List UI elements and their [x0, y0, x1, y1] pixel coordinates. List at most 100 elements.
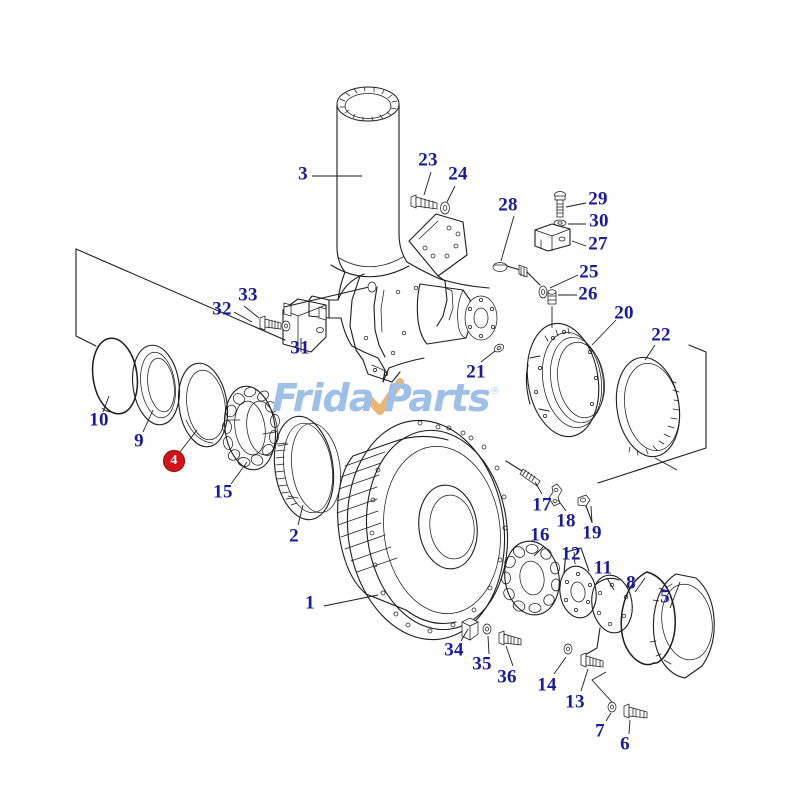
part-13-bolt: [580, 652, 604, 668]
leader-12: [573, 551, 576, 565]
callout-14[interactable]: 14: [537, 674, 557, 696]
callout-13[interactable]: 13: [565, 691, 585, 713]
axle-spindle: [416, 283, 498, 345]
part-5-cover: [649, 573, 715, 679]
callout-5[interactable]: 5: [660, 586, 670, 608]
leader-17: [534, 481, 543, 495]
leader-4: [179, 429, 198, 453]
part-7-washer: [607, 701, 617, 713]
part-24-washer: [440, 201, 450, 215]
callout-23[interactable]: 23: [418, 149, 438, 171]
callout-26[interactable]: 26: [578, 283, 598, 305]
leader-1: [323, 594, 379, 607]
callout-9[interactable]: 9: [134, 430, 144, 452]
part-28-pin: [492, 262, 521, 272]
leader-18: [557, 499, 567, 512]
axle-housing-body: [308, 213, 490, 383]
part-6-bolt: [623, 703, 648, 719]
part-35-nut: [482, 623, 492, 635]
callout-11[interactable]: 11: [593, 557, 613, 579]
callout-29[interactable]: 29: [588, 188, 608, 210]
leader-22b: [654, 457, 678, 471]
callout-33[interactable]: 33: [238, 284, 258, 306]
part-20-ring: [525, 322, 605, 438]
callout-28[interactable]: 28: [498, 194, 518, 216]
part-25-link: [518, 264, 548, 299]
leader-29: [565, 202, 587, 208]
callout-35[interactable]: 35: [472, 653, 492, 675]
leader-11: [606, 577, 615, 591]
part-32-washer: [281, 320, 291, 332]
callout-4[interactable]: 4: [163, 450, 185, 472]
callout-19[interactable]: 19: [582, 522, 602, 544]
part-27-bracket: [534, 223, 571, 252]
callout-22[interactable]: 22: [651, 324, 671, 346]
callout-1[interactable]: 1: [305, 592, 315, 614]
leader-2: [297, 504, 304, 526]
callout-31[interactable]: 31: [290, 337, 310, 359]
callout-24[interactable]: 24: [448, 163, 468, 185]
callout-16[interactable]: 16: [530, 524, 550, 546]
part-22-toothed-ring: [615, 356, 681, 458]
callout-34[interactable]: 34: [444, 639, 464, 661]
part-8-gasket: [620, 571, 676, 666]
callout-27[interactable]: 27: [588, 233, 608, 255]
part-33-bolt: [259, 315, 282, 331]
leader-36: [505, 645, 514, 667]
leader-7b: [591, 671, 613, 703]
callout-6[interactable]: 6: [620, 733, 630, 755]
leader-24: [446, 185, 456, 203]
part-3-tube: [330, 86, 410, 278]
leader-10: [102, 395, 110, 413]
part-12-hub-plate: [559, 547, 597, 619]
part-21-washer: [493, 343, 505, 353]
callout-32[interactable]: 32: [212, 298, 232, 320]
part-4-floating-seal: [177, 362, 229, 448]
callout-36[interactable]: 36: [497, 666, 517, 688]
leader-9: [142, 409, 154, 433]
part-14-washer: [563, 643, 573, 655]
callout-2[interactable]: 2: [289, 525, 299, 547]
part-19-nut: [577, 494, 593, 523]
callout-30[interactable]: 30: [589, 210, 609, 232]
part-9-seal: [132, 344, 180, 426]
part-29-bolt: [554, 191, 566, 218]
frame-bracket-left: [75, 248, 286, 347]
callout-3[interactable]: 3: [298, 163, 308, 185]
leader-28: [500, 215, 515, 262]
leader-16: [533, 545, 545, 557]
callout-7[interactable]: 7: [595, 720, 605, 742]
callout-25[interactable]: 25: [579, 261, 599, 283]
leader-33: [243, 305, 260, 319]
callout-20[interactable]: 20: [614, 302, 634, 324]
callout-15[interactable]: 15: [213, 481, 233, 503]
leader-8: [634, 577, 646, 593]
leader-22: [644, 344, 656, 361]
part-10-seal-ring: [91, 337, 139, 415]
rod-end: [367, 281, 377, 293]
leader-35: [487, 635, 490, 655]
leader-14: [553, 656, 567, 675]
leader-5: [669, 581, 681, 609]
callout-18[interactable]: 18: [556, 510, 576, 532]
callout-17[interactable]: 17: [532, 494, 552, 516]
frame-bracket-right: [597, 344, 707, 484]
callout-10[interactable]: 10: [89, 409, 109, 431]
callout-8[interactable]: 8: [626, 572, 636, 594]
callout-12[interactable]: 12: [561, 543, 581, 565]
leader-19: [590, 505, 593, 524]
callout-21[interactable]: 21: [466, 361, 486, 383]
part-36-bolt: [498, 630, 522, 646]
part-26-plug: [547, 289, 557, 328]
leader-27: [571, 240, 587, 247]
leader-34: [460, 628, 469, 642]
leader-21: [480, 350, 496, 363]
leader-15: [230, 461, 248, 485]
part-2-ring-gear: [273, 415, 341, 521]
leader-23: [423, 171, 432, 196]
part-1-hub-housing: [336, 419, 509, 641]
part-16-bearing: [501, 540, 561, 616]
part-11-cover-plate: [584, 574, 633, 656]
